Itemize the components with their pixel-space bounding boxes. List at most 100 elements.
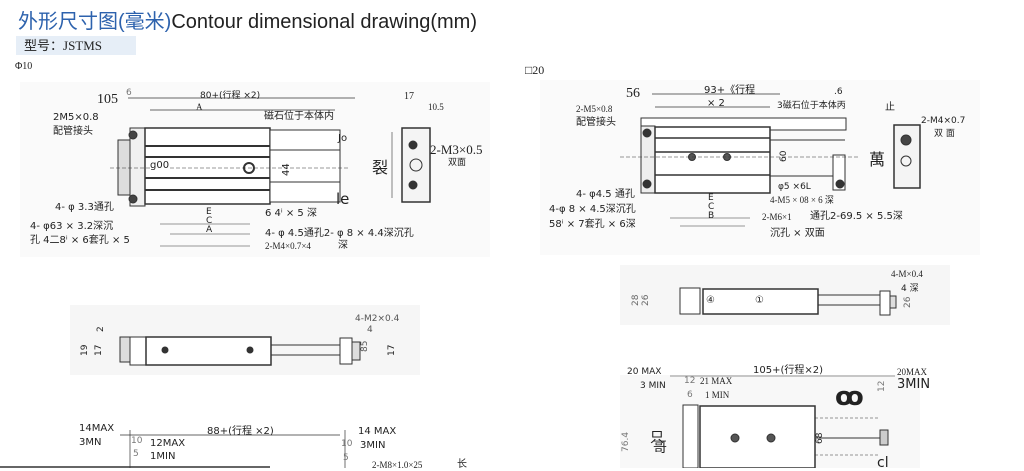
d20-dim-6: .6 — [834, 87, 843, 97]
br-min3r: 3MIN — [897, 377, 931, 392]
d20-m5: 4-M5 × 08 × 6 深 — [770, 195, 834, 205]
br-dim-68: 68 — [815, 432, 825, 444]
br-max20: 20 MAX — [627, 367, 662, 377]
d10-side-both: 双面 — [448, 158, 467, 168]
d10-port-label: 配管接头 — [53, 126, 93, 137]
d10-side-view — [391, 127, 431, 203]
d10-length: 80+(行程 ×2) — [200, 91, 261, 101]
d20-dim-60: 60 — [779, 150, 789, 162]
d10-hole-3b: 孔 4二8ⁱ × 6套孔 × 5 — [30, 235, 130, 246]
d20-dim-c: C — [708, 202, 715, 212]
top20-mark-1: ① — [755, 295, 764, 306]
top20-deep: 4 深 — [901, 284, 919, 294]
bl-dim-10: 10 — [131, 436, 143, 446]
bl-dim-5r: 5 — [343, 453, 349, 463]
d20-port-label: 配管接头 — [576, 117, 616, 128]
d10-hole-2: 6 4ⁱ × 5 深 — [265, 208, 317, 219]
d20-side-mark: 萬 — [869, 150, 886, 169]
top20-mark-4: ④ — [706, 295, 715, 306]
br-symbol: ꝏ — [835, 382, 864, 412]
d20-side-thread: 2-M4×0.7 — [921, 116, 966, 126]
top10-dim-17r: 17 — [387, 344, 397, 356]
d20-side-top: 止 — [885, 102, 895, 113]
bl-dim-10r: 10 — [341, 439, 353, 449]
top20-dim-26: 26 — [641, 294, 651, 306]
br-max20r: 20MAX — [897, 367, 928, 377]
model-prefix: 型号： — [24, 39, 64, 54]
d10-hole-3a: 4- φ63 × 3.2深沉 — [30, 221, 114, 232]
top10-dim-19: 19 — [80, 344, 90, 356]
d10-port-thread: 2M5×0.8 — [53, 112, 99, 123]
bl-max12: 12MAX — [150, 438, 186, 449]
d10-magnet-note: 磁石位于本体内 — [264, 111, 334, 122]
bl-thread: 2-M8×1.0×25 — [372, 460, 423, 470]
d10-deep: 深 — [338, 240, 348, 251]
top10-thread: 4-M2×0.4 — [355, 314, 400, 324]
d10-hole-5: 2-M4×0.7×4 — [265, 241, 311, 251]
d20-magnet-note: 3磁石位于本体丙 — [777, 101, 846, 111]
br-dim-12: 12 — [684, 376, 696, 386]
bl-view — [0, 430, 346, 468]
bl-min3: 3MN — [79, 437, 102, 448]
d10-jo: Jo — [338, 133, 348, 144]
top20-view — [620, 265, 950, 325]
d20-hole-2: 4-φ 8 × 4.5深沉孔 — [549, 204, 636, 215]
br-min3: 3 MIN — [640, 381, 666, 391]
d20-dim-b: B — [708, 211, 715, 221]
title-cn: 外形尺寸图(毫米) — [18, 11, 172, 33]
br-dim-764: 76.4 — [621, 431, 631, 452]
model-label: 型号：JSTMS — [16, 36, 136, 55]
d20-side-both: 双 面 — [934, 129, 955, 139]
top10-view — [70, 305, 420, 375]
d10-dim-44: 44 — [281, 163, 292, 176]
d20-dim-e: E — [708, 193, 714, 203]
model-value: JSTMS — [63, 38, 103, 53]
d10-side-17: 17 — [404, 91, 414, 102]
d10-dim-105: 105 — [97, 92, 118, 107]
page-title: 外形尺寸图(毫米)Contour dimensional drawing(mm) — [18, 5, 477, 34]
d10-hole-4: 4- φ 4.5通孔2- φ 8 × 4.4深沉孔 — [265, 228, 414, 239]
d20-phi: φ5 ×6L — [778, 182, 811, 192]
d20-port-thread: 2-M5×0.8 — [576, 104, 613, 114]
d10-front-view — [20, 82, 490, 257]
top20-dim-26r: 26 — [903, 296, 913, 308]
top10-deep: 4 — [367, 325, 373, 335]
d20-through: 通孔2-69.5 × 5.5深 — [810, 211, 903, 222]
d10-dim-a2: A — [206, 225, 213, 235]
br-cl: cl — [877, 455, 889, 471]
d20-dim-56: 56 — [626, 86, 640, 101]
top20-thread: 4-M×0.4 — [891, 269, 923, 279]
br-mark-1: 只 — [650, 430, 664, 446]
br-max21: 21 MAX — [700, 376, 733, 386]
d20-length-2: × 2 — [707, 98, 725, 109]
bl-min1: 1MIN — [150, 451, 176, 462]
d10-le: le — [336, 190, 350, 208]
bl-min3r: 3MIN — [360, 440, 386, 451]
bl-dim-5: 5 — [133, 449, 139, 459]
d20-hole-3: 58ⁱ × 7套孔 × 6深 — [549, 219, 636, 230]
section-d20: □20 — [525, 63, 545, 77]
bl-max14: 14MAX — [79, 423, 115, 434]
br-min1: 1 MIN — [705, 390, 730, 400]
top20-dim-28: 28 — [631, 294, 641, 306]
d10-hole-1: 4- φ 3.3通孔 — [55, 202, 114, 213]
br-mark-2: 哥 — [653, 440, 667, 456]
d20-hole-1: 4- φ4.5 通孔 — [576, 189, 635, 200]
section-d10: Φ10 — [15, 61, 33, 72]
d10-dim-c: C — [206, 216, 213, 226]
d10-dim-6: 6 — [126, 88, 132, 98]
d10-side-thread: 2-M3×0.5 — [430, 142, 483, 157]
br-dim-6: 6 — [687, 390, 693, 400]
bl-max14r: 14 MAX — [358, 426, 397, 437]
d10-side-mark: 裂 — [372, 158, 389, 177]
d20-side-view — [893, 124, 921, 189]
d20-length-1: 93+《行程 — [704, 85, 756, 96]
br-length: 105+(行程×2) — [753, 365, 824, 376]
top10-dim-85: 85 — [360, 340, 370, 352]
d10-g00: g00 — [150, 160, 170, 171]
title-en: Contour dimensional drawing(mm) — [171, 11, 478, 33]
d20-m6: 2-M6×1 — [762, 212, 792, 222]
d10-dim-a: A — [196, 102, 203, 112]
br-dim-12r: 12 — [877, 380, 887, 392]
